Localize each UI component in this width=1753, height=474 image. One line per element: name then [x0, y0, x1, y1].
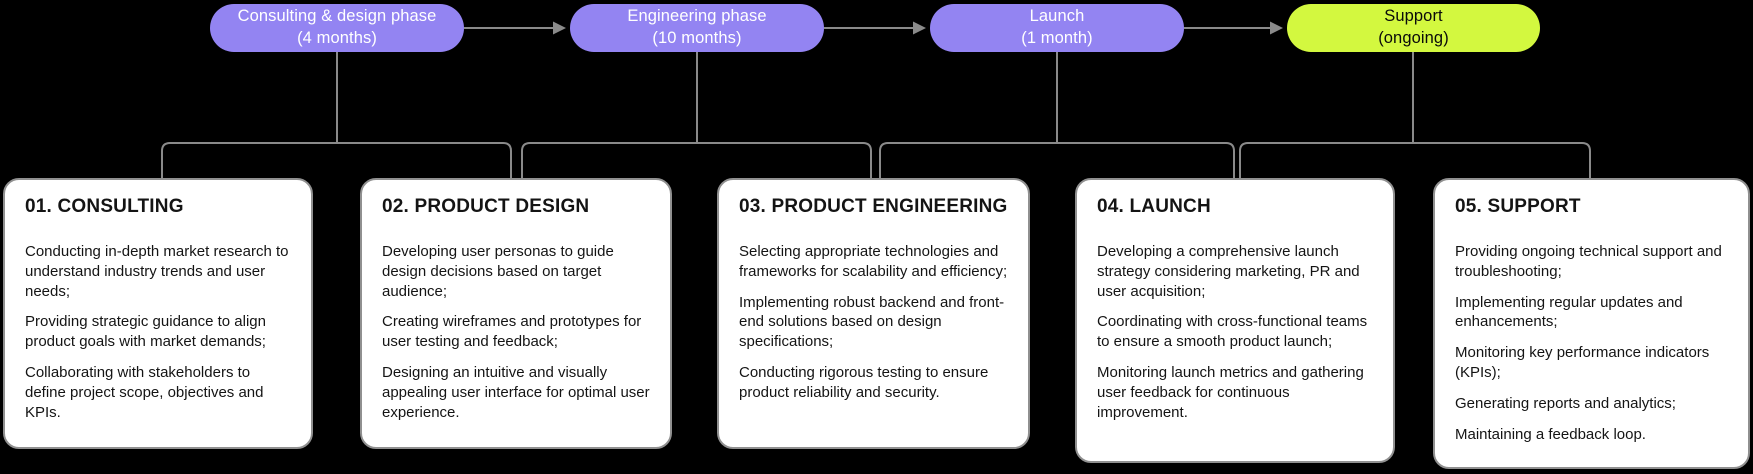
- card-item: Maintaining a feedback loop.: [1455, 425, 1646, 443]
- phase-label: Engineering phase: [627, 7, 767, 26]
- card-title: 04. LAUNCH: [1097, 196, 1211, 217]
- card-title: 05. SUPPORT: [1455, 196, 1581, 217]
- card-item: Conducting rigorous testing to ensure pr…: [739, 363, 989, 401]
- card-item: Implementing regular updates and enhance…: [1455, 293, 1683, 331]
- phase-duration: (4 months): [297, 29, 377, 47]
- card-product-engineering: 03. PRODUCT ENGINEERING Selecting approp…: [717, 178, 1030, 449]
- phase-label: Launch: [1029, 7, 1085, 26]
- card-support: 05. SUPPORT Providing ongoing technical …: [1433, 178, 1750, 469]
- card-title: 02. PRODUCT DESIGN: [382, 196, 590, 217]
- card-title: 01. CONSULTING: [25, 196, 184, 217]
- bracket-phase-1: [161, 142, 512, 178]
- phase-duration: (ongoing): [1378, 29, 1449, 47]
- card-title: 03. PRODUCT ENGINEERING: [739, 196, 1008, 217]
- phase-label: Consulting & design phase: [237, 7, 437, 26]
- phase-duration: (1 month): [1021, 29, 1093, 47]
- card-item: Collaborating with stakeholders to defin…: [25, 363, 264, 421]
- phase-label: Support: [1384, 7, 1443, 26]
- phase-pill-launch: Launch (1 month): [930, 4, 1184, 52]
- card-item: Providing ongoing technical support and …: [1455, 243, 1722, 280]
- card-launch: 04. LAUNCH Developing a comprehensive la…: [1075, 178, 1395, 463]
- card-item: Developing user personas to guide design…: [382, 243, 614, 300]
- bracket-phase-3: [879, 142, 1235, 178]
- card-product-design: 02. PRODUCT DESIGN Developing user perso…: [360, 178, 672, 449]
- card-item: Developing a comprehensive launch strate…: [1097, 243, 1360, 300]
- card-consulting: 01. CONSULTING Conducting in-depth marke…: [3, 178, 313, 449]
- phase-pill-support: Support (ongoing): [1287, 4, 1540, 52]
- card-item: Monitoring key performance indicators (K…: [1455, 344, 1710, 381]
- phase-pill-engineering: Engineering phase (10 months): [570, 4, 824, 52]
- card-item: Providing strategic guidance to align pr…: [25, 313, 266, 351]
- phase-duration: (10 months): [652, 29, 742, 47]
- card-item: Generating reports and analytics;: [1455, 394, 1676, 412]
- bracket-phase-2: [521, 142, 872, 178]
- card-item: Coordinating with cross-functional teams…: [1097, 313, 1368, 351]
- card-item: Implementing robust backend and front-en…: [739, 293, 1005, 351]
- card-item: Designing an intuitive and visually appe…: [382, 363, 650, 421]
- card-item: Conducting in-depth market research to u…: [25, 243, 289, 300]
- arrow-head-icon: [1270, 21, 1283, 35]
- bracket-phase-4: [1239, 142, 1591, 178]
- card-item: Selecting appropriate technologies and f…: [739, 243, 1008, 280]
- arrow-head-icon: [553, 21, 566, 35]
- card-item: Creating wireframes and prototypes for u…: [382, 313, 642, 351]
- arrow-head-icon: [913, 21, 926, 35]
- card-item: Monitoring launch metrics and gathering …: [1097, 363, 1364, 421]
- phase-pill-consulting-design: Consulting & design phase (4 months): [210, 4, 464, 52]
